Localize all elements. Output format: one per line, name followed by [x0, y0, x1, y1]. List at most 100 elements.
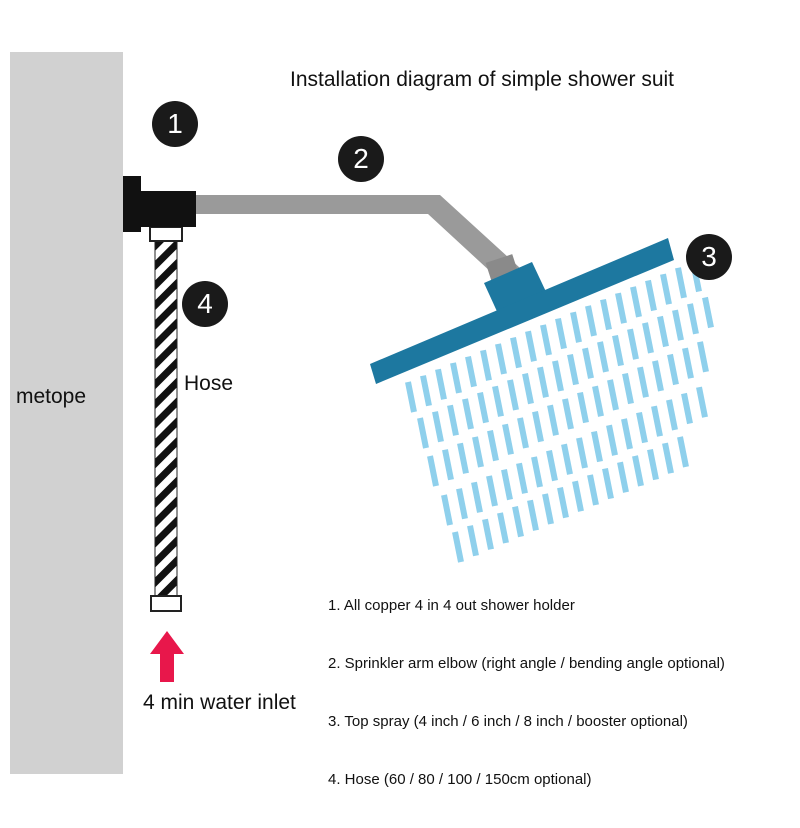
spray-streak	[542, 493, 554, 525]
spray-streak	[681, 392, 693, 425]
spray-streak	[531, 456, 543, 488]
spray-streak	[516, 462, 528, 494]
wall	[10, 52, 123, 774]
spray-streak	[587, 474, 599, 506]
hose-label: Hose	[184, 372, 234, 395]
spray-streak	[651, 405, 663, 437]
spray-streak	[477, 392, 489, 424]
spray-streak	[696, 386, 708, 418]
spray-streak	[555, 317, 567, 350]
spray-streak	[471, 481, 483, 513]
spray-streak	[621, 418, 633, 450]
spray-streak	[420, 375, 432, 407]
spray-streak	[576, 437, 588, 469]
spray-streak	[645, 279, 657, 312]
hose-bottom-fitting	[150, 595, 182, 612]
spray-streak	[525, 330, 537, 362]
water-inlet-label: 4 min water inlet	[143, 691, 296, 714]
spray-streak	[497, 512, 509, 544]
diagram-title: Installation diagram of simple shower su…	[290, 68, 675, 91]
spray-streak	[495, 343, 507, 375]
spray-streak	[447, 404, 459, 436]
spray-streak	[622, 372, 634, 405]
spray-streak	[647, 448, 659, 481]
spray-streak	[510, 337, 522, 369]
spray-streak	[457, 442, 469, 474]
spray-streak	[427, 455, 439, 487]
spray-streak	[606, 424, 618, 456]
spray-streak	[585, 305, 597, 337]
spray-streak	[567, 353, 579, 386]
spray-streak	[432, 411, 444, 443]
spray-streak	[591, 430, 603, 463]
spray-streak	[456, 488, 468, 520]
holder-body	[141, 191, 196, 227]
spray-streak	[507, 379, 519, 411]
badge-4: 4	[182, 281, 228, 327]
spray-streak	[465, 356, 477, 388]
spray-streak	[572, 480, 584, 512]
spray-streak	[487, 430, 499, 462]
spray-streak	[632, 455, 644, 487]
legend-item-1: 1. All copper 4 in 4 out shower holder	[328, 597, 575, 614]
spray-streak	[512, 506, 524, 538]
spray-streak	[450, 362, 462, 394]
spray-streak	[582, 347, 594, 379]
spray-streak	[405, 381, 417, 413]
spray-streak	[435, 368, 447, 400]
spray-streak	[597, 341, 609, 373]
spray-streak	[557, 487, 569, 519]
spray-streak	[480, 349, 492, 381]
shower-head-base	[484, 262, 548, 318]
spray-streak	[615, 292, 627, 324]
spray-streak	[617, 461, 629, 493]
spray-streak	[452, 531, 464, 563]
arrow-up-icon	[150, 631, 184, 682]
spray-streak	[552, 360, 564, 392]
spray-streak	[537, 366, 549, 398]
sprinkler-arm	[196, 195, 520, 285]
spray-streak	[636, 411, 648, 444]
legend-item-4: 4. Hose (60 / 80 / 100 / 150cm optional)	[328, 771, 592, 788]
spray-streak	[546, 450, 558, 482]
spray-streak	[627, 328, 639, 360]
spray-streak	[602, 467, 614, 500]
spray-streak	[592, 385, 604, 417]
spray-streak	[642, 322, 654, 354]
spray-streak	[492, 385, 504, 417]
spray-streak	[540, 324, 552, 356]
spray-streak	[672, 309, 684, 341]
spray-streak	[442, 449, 454, 481]
badge-2: 2	[338, 136, 384, 182]
spray-streak	[667, 353, 679, 386]
spray-streak	[702, 296, 714, 329]
spray-streak	[607, 379, 619, 411]
spray-streak	[462, 398, 474, 430]
legend-item-3: 3. Top spray (4 inch / 6 inch / 8 inch /…	[328, 713, 688, 730]
shower-head-plate	[370, 238, 674, 384]
badge-3: 3	[686, 234, 732, 280]
spray-pattern	[405, 260, 714, 563]
spray-streak	[657, 315, 669, 348]
spray-streak	[561, 443, 573, 475]
hose-top-fitting	[149, 226, 183, 242]
spray-streak	[697, 341, 709, 373]
spray-streak	[675, 267, 687, 299]
badge-1: 1	[152, 101, 198, 147]
shower-illustration	[123, 176, 714, 682]
wall-label: metope	[16, 385, 87, 408]
spray-streak	[486, 475, 498, 507]
spray-streak	[547, 404, 559, 436]
spray-streak	[562, 398, 574, 430]
spray-streak	[570, 311, 582, 343]
spray-streak	[441, 494, 453, 526]
spray-streak	[417, 417, 429, 449]
spray-streak	[666, 399, 678, 431]
legend-item-2: 2. Sprinkler arm elbow (right angle / be…	[328, 655, 725, 672]
spray-streak	[472, 436, 484, 468]
spray-streak	[600, 298, 612, 331]
holder-flange	[123, 176, 141, 232]
spray-streak	[467, 525, 479, 557]
spray-streak	[677, 436, 689, 468]
spray-streak	[662, 442, 674, 474]
